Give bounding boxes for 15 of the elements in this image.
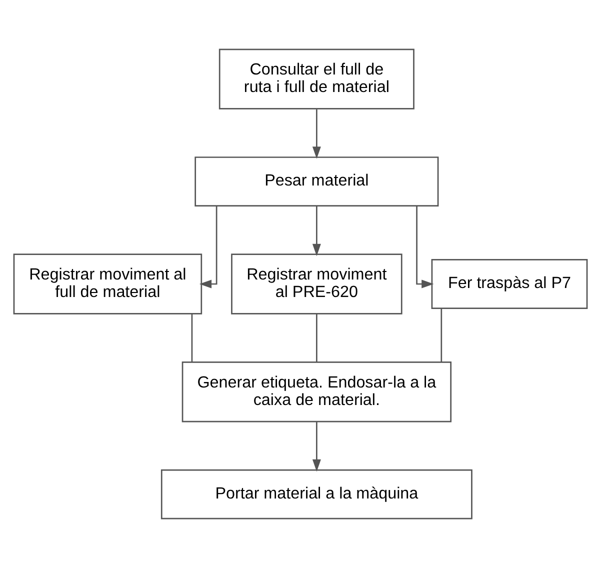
node-box: Portar material a la màquina (160, 469, 472, 520)
arrow (312, 109, 321, 159)
node-box: Generar etiqueta. Endosar-la a la caixa de material. (182, 362, 452, 422)
node-box: Pesar material (194, 156, 439, 206)
node-box: Registrar moviment al PRE-620 (231, 254, 402, 314)
arrow (312, 422, 321, 472)
connector (440, 308, 442, 362)
node-box: Consultar el full de ruta i full de material (218, 48, 414, 110)
connector (316, 314, 318, 362)
node-box: Fer traspàs al P7 (431, 259, 588, 309)
arrow (416, 206, 434, 288)
arrow (199, 206, 218, 288)
connector (191, 314, 193, 362)
arrow (312, 206, 321, 256)
node-box: Registrar moviment al full de material (13, 254, 202, 314)
